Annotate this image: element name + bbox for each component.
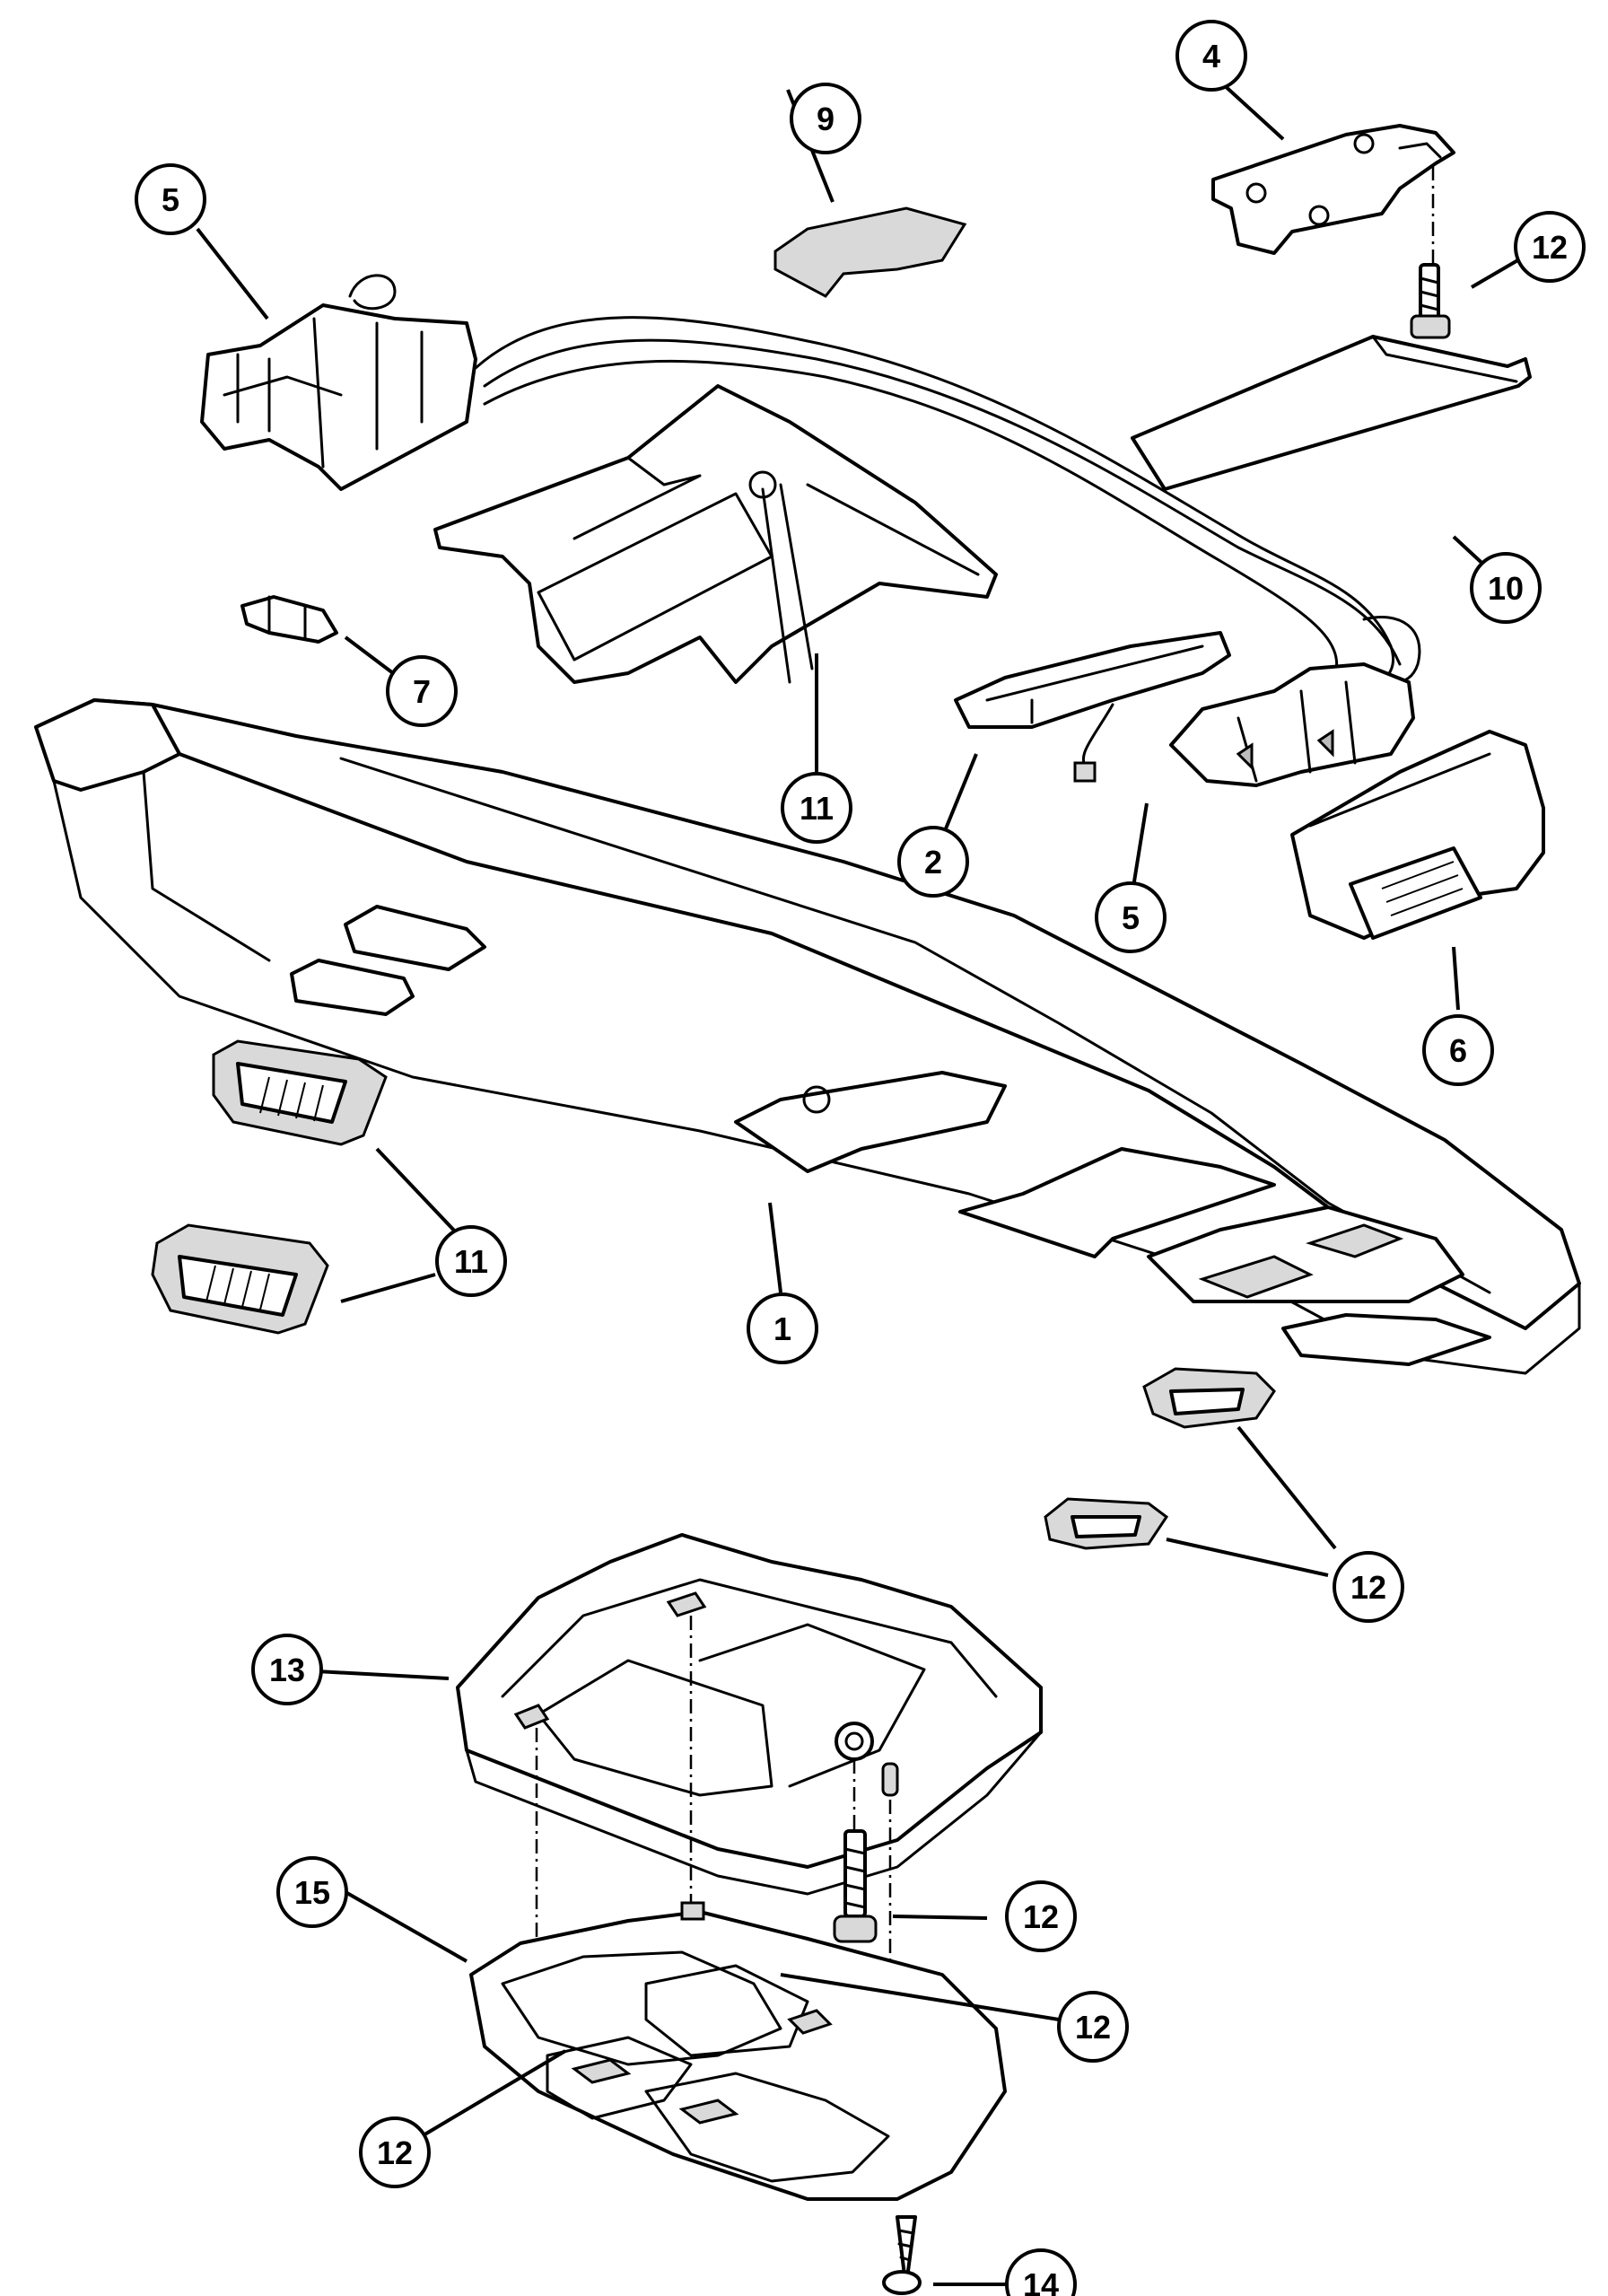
lamp-part [1142, 1367, 1276, 1429]
housing-part [456, 1533, 1043, 1896]
callout-10: 11 [781, 772, 852, 844]
pad-part [773, 206, 967, 298]
connector-bracket-part [1169, 662, 1415, 787]
svg-text:12: 12 [377, 2134, 413, 2171]
callout-13: 13 [251, 1634, 323, 1705]
wire-bracket-part [200, 274, 477, 491]
callout-5: 5 [135, 163, 206, 235]
callout-5: 5 [1095, 881, 1167, 953]
callout-12: 12 [1005, 1880, 1077, 1952]
bulb-part [240, 595, 338, 644]
svg-text:12: 12 [1075, 2009, 1111, 2046]
overhead-console-part [34, 698, 1581, 1375]
screw-part [882, 2215, 922, 2295]
svg-text:5: 5 [162, 181, 179, 218]
callout-9: 10 [1470, 552, 1542, 624]
svg-text:10: 10 [1488, 570, 1524, 607]
lamp-part [1044, 1497, 1169, 1550]
center-frame-part [433, 384, 998, 684]
svg-text:5: 5 [1122, 899, 1140, 936]
leader-lines [196, 72, 1527, 2286]
callout-1: 1 [747, 1293, 818, 1364]
callout-14: 14 [1005, 2248, 1077, 2296]
callout-6: 6 [1422, 1014, 1494, 1086]
screw-part [1410, 166, 1451, 339]
callout-12: 12 [1333, 1551, 1404, 1623]
callout-8: 9 [790, 83, 861, 154]
module-box-part [1131, 335, 1532, 491]
svg-text:11: 11 [800, 790, 834, 827]
callout-15: 15 [276, 1856, 348, 1928]
callout-4: 4 [1175, 20, 1247, 92]
lens-part [151, 1223, 329, 1335]
svg-text:15: 15 [294, 1874, 330, 1911]
switch-bracket-part [954, 631, 1231, 783]
bracket-part [1211, 124, 1455, 255]
svg-text:1: 1 [773, 1310, 791, 1347]
svg-text:12: 12 [1350, 1569, 1386, 1606]
callout-7: 7 [386, 655, 458, 727]
svg-text:6: 6 [1449, 1032, 1467, 1069]
bezel-part [469, 1901, 1007, 2201]
callout-12: 12 [359, 2116, 431, 2188]
callout-2: 2 [897, 826, 969, 898]
svg-text:7: 7 [413, 673, 431, 710]
svg-text:14: 14 [1023, 2266, 1059, 2296]
svg-text:2: 2 [924, 844, 942, 881]
svg-text:9: 9 [817, 101, 835, 137]
svg-text:13: 13 [269, 1652, 305, 1688]
svg-text:11: 11 [454, 1243, 488, 1280]
callout-11: 12 [1057, 1991, 1129, 2063]
svg-text:12: 12 [1532, 229, 1568, 266]
callout-12: 12 [1514, 211, 1586, 283]
svg-text:12: 12 [1023, 1898, 1059, 1935]
display-module-part [1290, 730, 1545, 940]
callout-11: 11 [435, 1225, 507, 1297]
lens-part [212, 1039, 388, 1146]
svg-text:4: 4 [1202, 38, 1220, 74]
screw-part [833, 1759, 878, 1943]
wiring-harness [474, 316, 1421, 693]
